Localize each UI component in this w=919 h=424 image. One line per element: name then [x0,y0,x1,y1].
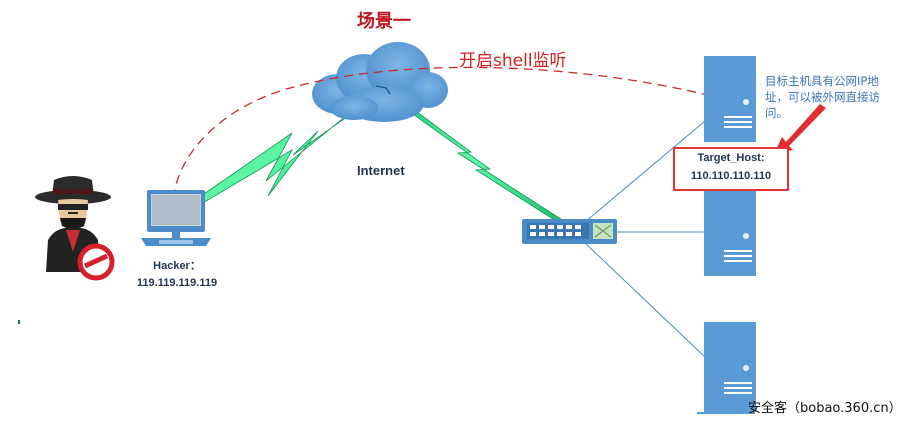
link-switch-server-3 [584,242,706,358]
hacker-name: Hacker： [153,260,201,272]
diagram-title: 场景一 [357,11,411,32]
hacker-avatar-icon [35,176,115,281]
shell-listen-dashed-arrow [173,66,721,214]
target-note: 目标主机具有公网IP地址，可以被外网直接访问。 [765,74,880,120]
target-host-ip: 110.110.110.110 [690,170,772,182]
target-host-name: Target_Host: [697,152,765,164]
shell-listen-label: 开启shell监听 [459,51,567,71]
internet-label: Internet [357,163,405,178]
target-server-icon [704,56,756,142]
note-callout-arrow [774,104,826,154]
lightning-bolt-left [174,85,386,220]
target-host-box: Target_Host: 110.110.110.110 [673,147,789,191]
watermark: 安全客（bobao.360.cn） [748,401,902,416]
server-3-icon [697,322,756,414]
link-switch-target [584,120,706,223]
hacker-ip: 119.119.119.119 [136,277,218,289]
hacker-laptop-icon [141,190,211,246]
network-links [584,120,706,358]
hacker-label: Hacker： 119.119.119.119 [128,258,226,292]
stray-mark [18,320,20,324]
cloud-connector [375,85,391,95]
internet-cloud-icon [312,42,448,122]
network-switch-icon [522,219,617,244]
server-2-icon [704,190,756,276]
